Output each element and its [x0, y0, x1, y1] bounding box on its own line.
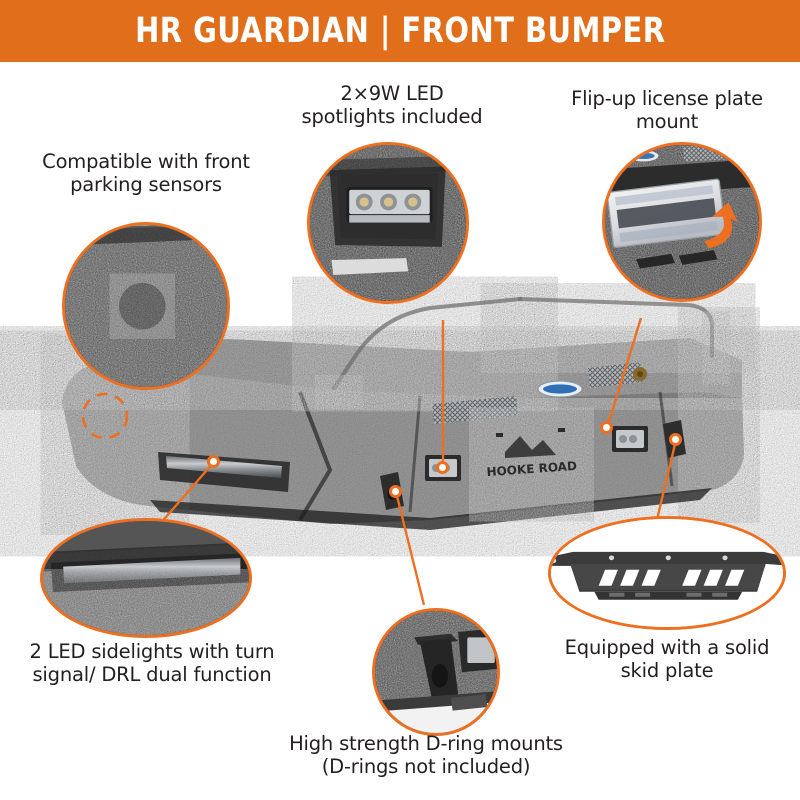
leader-line-d-ring	[394, 491, 426, 606]
hoop-left-foot	[322, 380, 356, 404]
mesh-insert-right	[588, 362, 642, 388]
marker-dot-license-plate	[600, 421, 613, 434]
d-ring-mounts	[380, 420, 686, 510]
inset-led-spotlights-art	[310, 145, 466, 301]
caption-skid-plate: Equipped with a solid skid plate	[564, 636, 770, 682]
led-sidelight-bar	[158, 452, 290, 492]
inset-license-plate-art	[605, 145, 759, 299]
inset-d-ring-mounts	[372, 608, 500, 736]
marker-dot-sidelights	[207, 455, 220, 468]
inset-sidelights-art	[43, 521, 249, 635]
bumper-facet-center	[408, 395, 422, 513]
badge-oval	[537, 380, 583, 398]
hoop-left-arm-hilite	[332, 297, 522, 390]
sidelight-strip	[166, 456, 282, 478]
parking-sensor-highlight-circle	[81, 392, 129, 440]
badge-inner	[543, 384, 577, 394]
led-spotlight-right	[612, 426, 648, 452]
license-plate-brand-text: HOOKE ROAD	[486, 459, 577, 479]
license-plate-bolt-right	[558, 428, 565, 432]
leader-line-skid-plate	[653, 439, 678, 529]
inset-sidelights	[40, 518, 252, 638]
license-plate-body	[486, 423, 577, 506]
mesh-insert-left	[432, 396, 518, 424]
license-plate-bolt-left	[496, 433, 503, 437]
caption-led-spotlights: 2×9W LED spotlights included	[301, 82, 483, 128]
hoop-top-rail-hilite	[518, 297, 714, 358]
marker-dot-led-spotlights	[436, 461, 449, 474]
inset-parking-sensors-art	[65, 225, 227, 387]
inset-parking-sensors	[62, 222, 230, 390]
accessory-detail	[633, 367, 647, 381]
license-plate-mountain-logo	[505, 436, 556, 458]
inset-skid-plate-art	[551, 519, 783, 627]
hoop-left-arm	[321, 287, 529, 401]
flip-up-arrow-icon	[704, 201, 738, 248]
bolt-head-icon	[633, 367, 647, 381]
marker-dot-skid-plate	[669, 433, 682, 446]
marker-dot-d-ring	[389, 485, 402, 498]
brand-badge	[537, 380, 583, 398]
inset-license-plate	[602, 142, 762, 302]
caption-parking-sensors: Compatible with front parking sensors	[42, 150, 250, 196]
leader-line-license-plate	[605, 317, 643, 429]
mesh-grille-inserts	[432, 362, 642, 424]
inset-led-spotlights	[307, 142, 469, 304]
inset-d-ring-mounts-art	[375, 611, 497, 733]
bull-bar-hoop	[321, 287, 726, 404]
caption-sidelights: 2 LED sidelights with turn signal/ DRL d…	[29, 640, 275, 686]
hoop-right-post	[706, 322, 726, 374]
sidelight-recess	[158, 452, 290, 492]
page-title: HR GUARDIAN | FRONT BUMPER	[134, 10, 666, 51]
caption-d-ring-mounts: High strength D-ring mounts (D-rings not…	[289, 732, 563, 778]
bumper-right-endcap	[690, 338, 748, 492]
led-spotlight-housings	[425, 426, 648, 481]
bumper-facet-left	[298, 391, 333, 522]
hoop-top-rail	[511, 287, 725, 369]
inset-skid-plate	[548, 516, 786, 630]
caption-license-plate: Flip-up license plate mount	[571, 87, 763, 133]
header-banner: HR GUARDIAN | FRONT BUMPER	[0, 0, 800, 62]
license-plate: HOOKE ROAD	[486, 423, 577, 506]
